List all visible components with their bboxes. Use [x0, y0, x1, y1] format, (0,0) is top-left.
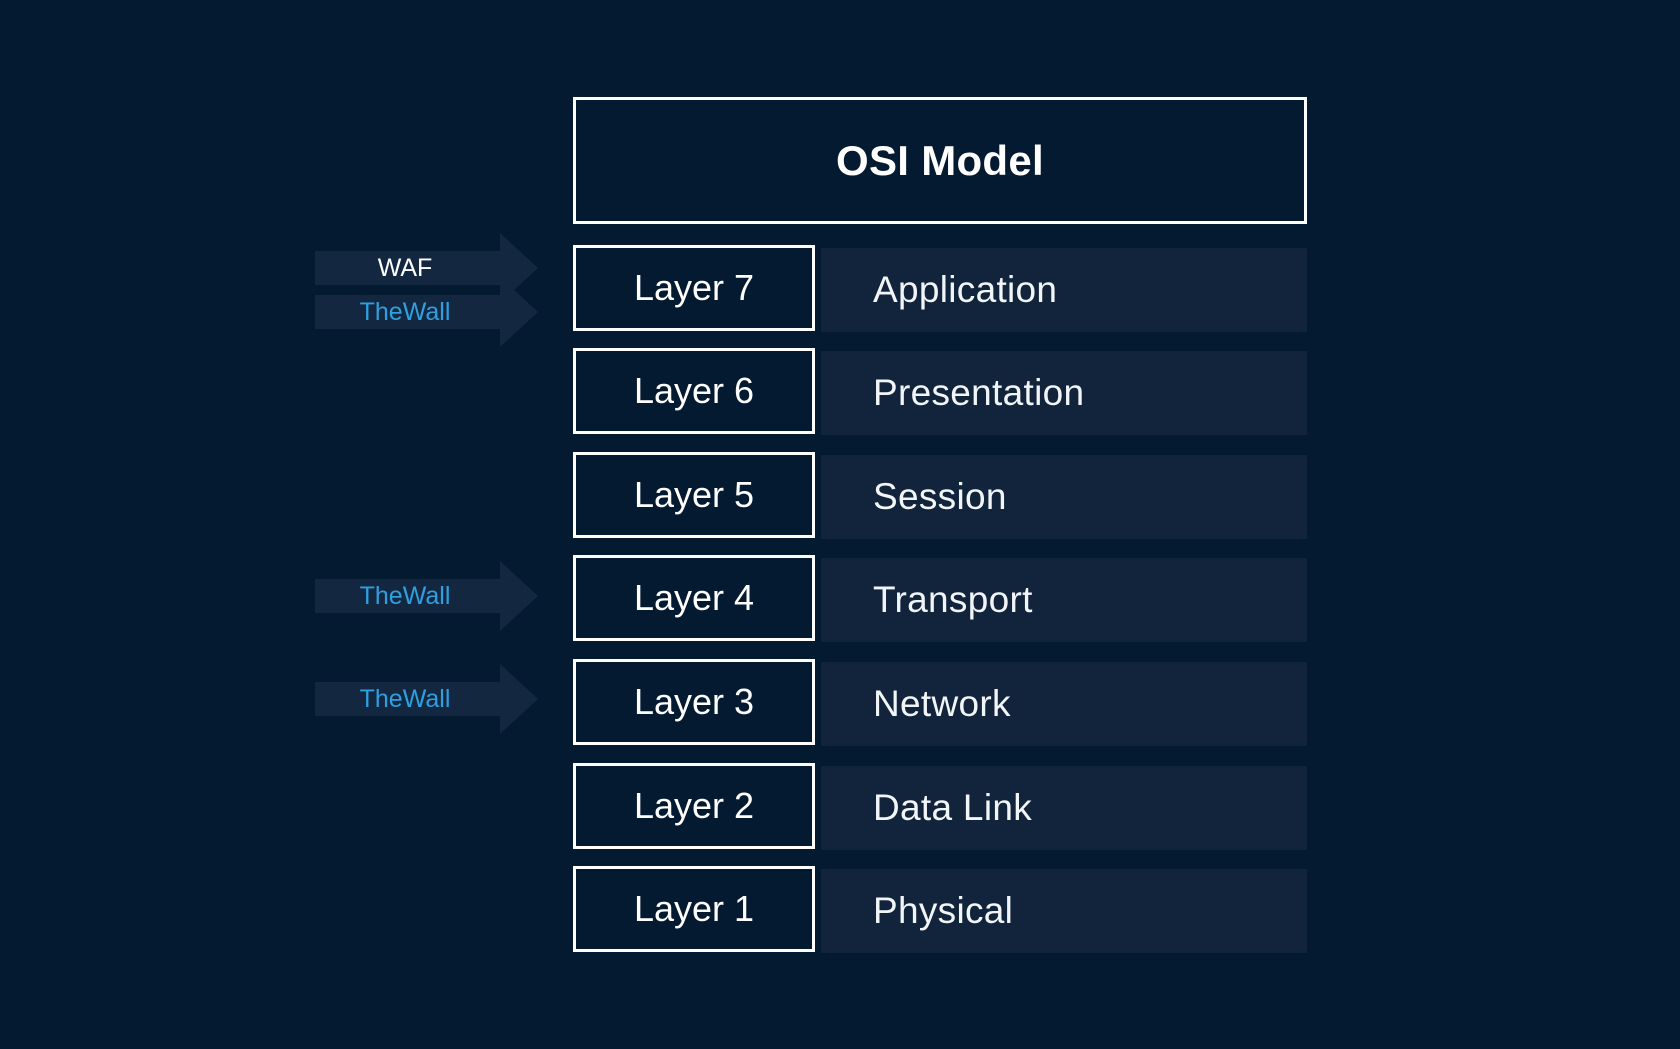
protection-arrow-waf: WAF — [315, 231, 538, 305]
layer-row-2: Layer 2 Data Link — [573, 763, 1307, 850]
protection-label: TheWall — [359, 297, 451, 326]
layer-row-7: Layer 7 Application — [573, 245, 1307, 332]
layer-row-5: Layer 5 Session — [573, 452, 1307, 539]
layer-label-box: Layer 4 — [573, 555, 815, 641]
protection-arrow-thewall-l7: TheWall — [315, 275, 538, 349]
layer-name: Physical — [821, 869, 1307, 953]
protection-arrow-thewall-l4: TheWall — [315, 559, 538, 633]
layer-row-1: Layer 1 Physical — [573, 866, 1307, 953]
layer-label-box: Layer 3 — [573, 659, 815, 745]
layer-name: Application — [821, 248, 1307, 332]
layer-name: Data Link — [821, 766, 1307, 850]
layer-row-3: Layer 3 Network — [573, 659, 1307, 746]
layer-name: Session — [821, 455, 1307, 539]
protection-label: TheWall — [359, 581, 451, 610]
layer-label-box: Layer 7 — [573, 245, 815, 331]
diagram-title: OSI Model — [835, 136, 1045, 184]
arrow-shape — [315, 561, 538, 631]
layer-name: Presentation — [821, 351, 1307, 435]
layer-label-box: Layer 6 — [573, 348, 815, 434]
layer-row-4: Layer 4 Transport — [573, 555, 1307, 642]
layer-label-box: Layer 5 — [573, 452, 815, 538]
layer-name: Network — [821, 662, 1307, 746]
protection-label: TheWall — [359, 684, 451, 713]
protection-arrow-thewall-l3: TheWall — [315, 662, 538, 736]
layer-name: Transport — [821, 558, 1307, 642]
arrow-shape — [315, 664, 538, 734]
arrow-shape — [315, 233, 538, 303]
layer-label-box: Layer 2 — [573, 763, 815, 849]
diagram-title-box: OSI Model — [573, 97, 1307, 224]
protection-label: WAF — [377, 253, 433, 282]
layer-row-6: Layer 6 Presentation — [573, 348, 1307, 435]
arrow-shape — [315, 277, 538, 347]
layer-label-box: Layer 1 — [573, 866, 815, 952]
